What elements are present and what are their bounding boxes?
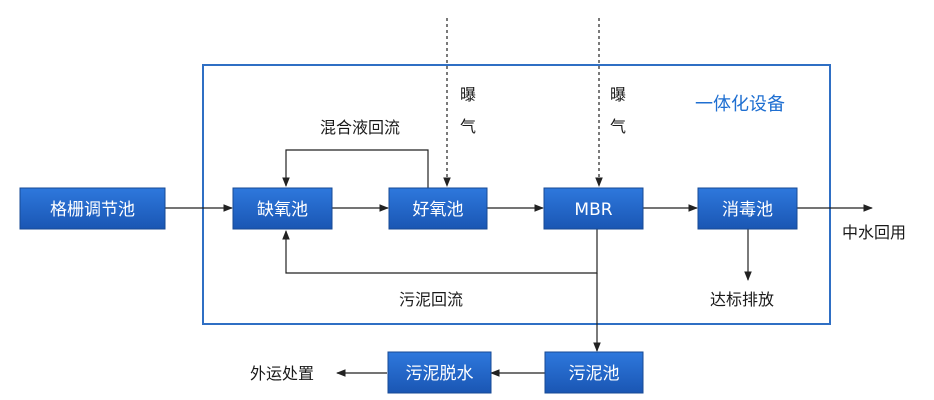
box-aerobic-label: 好氧池: [413, 200, 464, 220]
label-mixed-liquor-return: 混合液回流: [320, 118, 400, 137]
box-grille-label: 格栅调节池: [50, 200, 135, 220]
label-compliant-discharge: 达标排放: [710, 290, 774, 309]
label-aeration-2-bottom: 气: [610, 117, 626, 136]
box-mbr-label: MBR: [574, 200, 612, 220]
sludge-return-line: [282, 229, 598, 274]
box-anoxic-tank: 缺氧池: [232, 187, 333, 230]
integrated-equipment-frame: [202, 64, 831, 325]
label-reclaimed-water-reuse: 中水回用: [842, 223, 906, 242]
box-grille-regulating-tank: 格栅调节池: [19, 187, 166, 230]
box-dewater-label: 污泥脱水: [406, 364, 474, 384]
box-anoxic-label: 缺氧池: [257, 200, 308, 220]
label-external-disposal: 外运处置: [250, 364, 314, 383]
box-sludge-dewatering: 污泥脱水: [387, 351, 492, 394]
mixed-liquor-return-line: [282, 149, 429, 188]
label-sludge-return: 污泥回流: [399, 290, 463, 309]
label-aeration-2-top: 曝: [610, 85, 626, 104]
box-aerobic-tank: 好氧池: [388, 187, 488, 230]
box-sludge-tank: 污泥池: [544, 351, 644, 394]
frame-title: 一体化设备: [695, 94, 785, 115]
box-mbr: MBR: [543, 187, 644, 230]
label-aeration-1-top: 曝: [460, 85, 476, 104]
box-sludge-tank-label: 污泥池: [569, 364, 620, 384]
label-aeration-1-bottom: 气: [460, 117, 476, 136]
box-disinfection-tank: 消毒池: [697, 187, 798, 230]
box-disinfect-label: 消毒池: [722, 200, 773, 220]
